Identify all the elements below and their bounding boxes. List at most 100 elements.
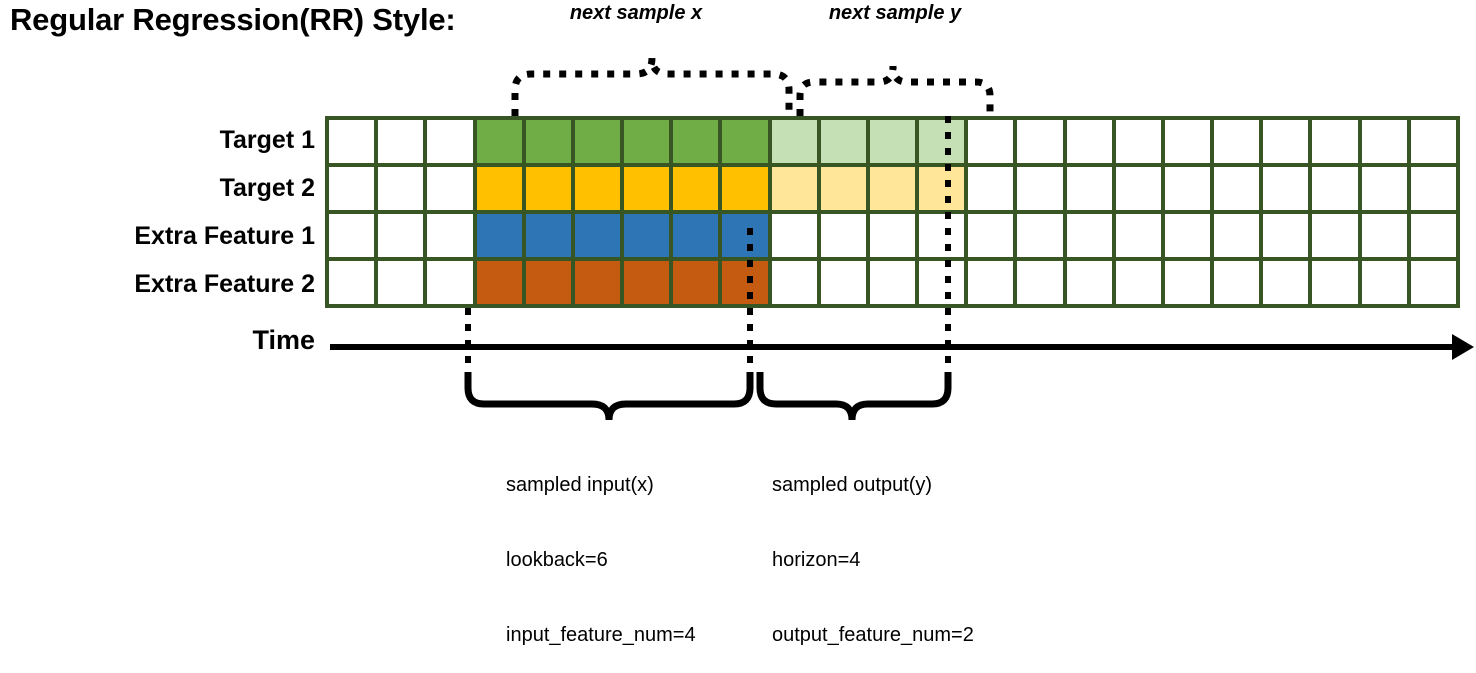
grid-cell-empty [378,167,424,210]
row-label-extra-feature-1: Extra Feature 1 [134,222,315,250]
grid-cell-empty [1066,120,1112,163]
grid-cell-output [820,120,866,163]
grid-cell-output [869,120,916,163]
grid-cell-empty [1115,214,1161,257]
grid-cell-empty [771,214,817,257]
grid-cell-empty [968,120,1014,163]
grid-cell-empty [427,167,473,210]
time-axis-line [330,344,1460,350]
grid-cell-empty [919,261,965,304]
grid-cell-empty [427,214,473,257]
grid-cell-empty [1410,214,1456,257]
time-axis-arrow-icon [1452,334,1474,360]
grid-cell-empty [329,167,375,210]
grid-cell-empty [427,261,473,304]
grid-cell-input [722,214,768,257]
grid-cell-empty [1115,261,1161,304]
sampled-output-line-3: output_feature_num=2 [772,624,974,646]
grid-cell-input [673,261,719,304]
grid-row [329,214,1456,257]
grid-cell-empty [1312,261,1358,304]
grid-cell-empty [378,214,424,257]
grid-cell-empty [1164,214,1211,257]
grid-cell-empty [1312,120,1358,163]
top-brace-x [511,57,793,116]
grid-cell-input [574,120,621,163]
grid-cell-empty [1164,261,1211,304]
grid-cell-empty [1312,214,1358,257]
sampled-output-line-1: sampled output(y) [772,474,933,496]
grid-cell-empty [1214,261,1260,304]
grid-cell-empty [771,261,817,304]
grid-cell-empty [1263,167,1309,210]
grid-cell-empty [1410,120,1456,163]
grid-cell-empty [1066,167,1112,210]
grid-cell-empty [1361,167,1407,210]
grid-cell-empty [1066,261,1112,304]
row-label-extra-feature-2: Extra Feature 2 [134,270,315,298]
grid-cell-empty [968,167,1014,210]
row-label-target-1: Target 1 [219,126,315,154]
grid-cell-input [476,167,522,210]
grid-cell-empty [378,120,424,163]
grid-cell-output [820,167,866,210]
grid-cell-empty [1410,261,1456,304]
grid-cell-empty [329,261,375,304]
sampled-input-caption: sampled input(x) lookback=6 input_featur… [506,423,696,673]
grid-cell-input [624,261,670,304]
next-sample-y-label: next sample y [828,2,962,24]
grid-cell-empty [820,214,866,257]
grid-cell-empty [1410,167,1456,210]
grid-cell-output [869,167,916,210]
grid-cell-output [919,167,965,210]
grid-cell-empty [378,261,424,304]
sampled-output-caption: sampled output(y) horizon=4 output_featu… [772,423,974,673]
grid-row [329,167,1456,210]
grid-cell-input [574,261,621,304]
grid-cell-empty [427,120,473,163]
grid-cell-empty [1017,214,1063,257]
grid-cell-empty [1214,120,1260,163]
page-title: Regular Regression(RR) Style: [10,2,456,37]
grid-cell-input [624,120,670,163]
grid-cell-input [673,167,719,210]
grid-cell-input [574,214,621,257]
grid-cell-output [771,120,817,163]
next-sample-x-label: next sample x [569,2,703,24]
grid-cell-empty [968,214,1014,257]
grid-cell-empty [869,214,916,257]
grid-cell-input [722,261,768,304]
grid-cell-empty [329,214,375,257]
grid-cell-input [673,214,719,257]
grid-cell-empty [1263,261,1309,304]
grid-cell-empty [1066,214,1112,257]
time-axis-label: Time [252,325,315,355]
grid-cell-empty [968,261,1014,304]
grid-cell-input [525,167,571,210]
grid-cell-empty [1263,120,1309,163]
grid-cell-empty [1312,167,1358,210]
sampled-input-line-1: sampled input(x) [506,474,654,496]
grid-cell-input [673,120,719,163]
row-label-target-2: Target 2 [219,174,315,202]
grid-cell-empty [1164,120,1211,163]
grid-cell-empty [869,261,916,304]
grid-cell-empty [1361,261,1407,304]
sampled-input-line-3: input_feature_num=4 [506,624,696,646]
grid-cell-empty [1214,214,1260,257]
grid-cell-output [919,120,965,163]
grid-cell-empty [1115,120,1161,163]
grid-cell-input [525,261,571,304]
grid-cell-empty [1164,167,1211,210]
grid-cell-empty [1361,120,1407,163]
bottom-brace-output [756,372,952,421]
grid-row [329,120,1456,163]
grid-cell-empty [329,120,375,163]
grid-cell-empty [1263,214,1309,257]
grid-cell-empty [1017,120,1063,163]
grid-cell-empty [1361,214,1407,257]
grid-cell-input [476,261,522,304]
grid-cell-empty [1214,167,1260,210]
grid-cell-input [722,120,768,163]
grid-cell-empty [1115,167,1161,210]
